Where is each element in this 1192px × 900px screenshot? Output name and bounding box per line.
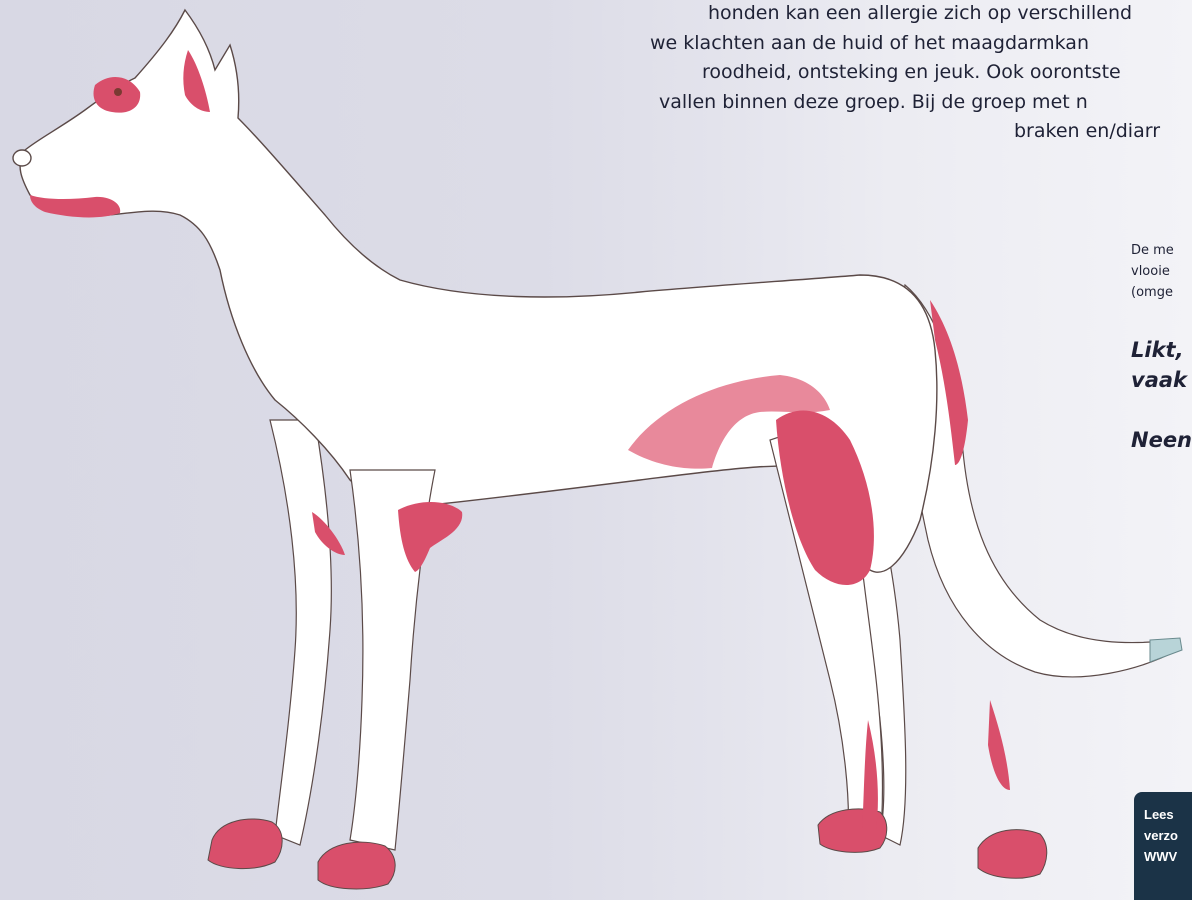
- paw-hind-near: [978, 830, 1047, 879]
- paw-front-near: [318, 842, 395, 889]
- paw-front-far: [208, 819, 282, 869]
- dog-front-leg-far: [270, 420, 331, 845]
- cta-line-2: verzo: [1144, 825, 1192, 846]
- dog-nose: [13, 150, 31, 166]
- highlight-hock: [988, 700, 1010, 790]
- read-more-box[interactable]: Lees verzo WWV: [1134, 792, 1192, 900]
- cta-link[interactable]: WWV: [1144, 846, 1192, 867]
- tail-tip: [1150, 638, 1182, 662]
- cta-line-1: Lees: [1144, 804, 1192, 825]
